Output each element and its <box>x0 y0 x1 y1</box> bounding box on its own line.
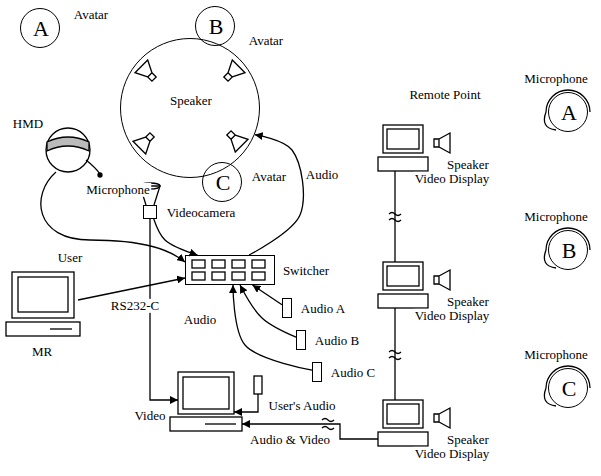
node-heading: Videocamera <box>166 206 237 220</box>
user-line <box>41 172 185 262</box>
speaker-horn <box>133 129 158 154</box>
connector-label: Audio <box>305 168 340 182</box>
line-break <box>322 419 334 430</box>
headset <box>544 366 590 406</box>
group-label: Remote Point <box>408 88 481 102</box>
audio-source: Audio B <box>296 330 306 350</box>
node-heading: Microphone <box>523 72 589 86</box>
remote-display <box>378 262 450 308</box>
part-label: Video Display <box>414 447 491 461</box>
signal-connector <box>253 285 283 305</box>
device-label: HMD <box>12 117 44 131</box>
part-label: Speaker <box>446 433 490 447</box>
node-heading: Audio A <box>300 302 346 316</box>
signal-label: User's Audio <box>268 399 337 413</box>
part-label: Video Display <box>414 309 491 323</box>
signal-connector <box>249 135 303 255</box>
remote-person: MicrophoneC <box>548 368 588 408</box>
head-microphone <box>98 173 102 177</box>
node-text: C <box>562 377 577 401</box>
node-heading: Microphone <box>523 348 589 362</box>
remote-person: MicrophoneB <box>548 230 588 270</box>
node-text: C <box>216 171 231 195</box>
switcher-keys <box>192 260 265 280</box>
node-heading: Avatar <box>251 170 287 184</box>
node-heading: Switcher <box>282 264 330 278</box>
node-text: A <box>33 17 49 41</box>
remote-display <box>378 125 450 171</box>
audio-source: Audio C <box>312 362 322 382</box>
signal-connector <box>233 285 312 370</box>
signal-label: Audio & Video <box>249 433 331 447</box>
signal-connector <box>240 285 296 337</box>
device-label: MR <box>31 345 53 359</box>
part-label: Speaker <box>446 295 490 309</box>
head-microphone <box>86 160 100 174</box>
avatar-circle: AAvatar <box>20 8 60 48</box>
remote-display <box>378 400 450 446</box>
mr-computer <box>6 272 80 336</box>
node-text: Speaker <box>170 94 212 108</box>
speaker-circle: Speaker <box>120 38 260 178</box>
part-label: Video Display <box>414 172 491 186</box>
node-text: B <box>562 239 577 263</box>
rs232-line <box>78 278 185 300</box>
node-heading: Microphone <box>523 210 589 224</box>
signal-label: RS232-C <box>110 299 160 313</box>
user-audio-line <box>234 394 258 412</box>
hmd-visor <box>47 137 89 151</box>
headset <box>544 228 590 268</box>
line-break <box>389 213 401 360</box>
audio-source: Audio A <box>282 298 292 318</box>
node-text: A <box>561 101 577 125</box>
switcher-box: Switcher <box>185 255 275 285</box>
part-label: Microphone <box>85 183 151 197</box>
signal-label: Video <box>134 409 167 423</box>
node-heading: Avatar <box>248 34 284 48</box>
avatar-circle: CAvatar <box>202 162 242 202</box>
avatar-circle: BAvatar <box>195 6 235 46</box>
speaker-horn <box>220 60 245 85</box>
part-label: Speaker <box>446 158 490 172</box>
videocamera-box: Videocamera <box>143 205 157 219</box>
remote-person: MicrophoneA <box>548 92 588 132</box>
speaker-horn <box>135 60 160 85</box>
user-computer <box>170 372 242 431</box>
node-heading: Audio B <box>314 334 360 348</box>
user-microphone <box>254 376 262 394</box>
network-line <box>394 171 395 400</box>
signal-label: Audio <box>183 313 218 327</box>
node-heading: Audio C <box>330 366 376 380</box>
node-heading: Avatar <box>73 8 109 22</box>
signal-connector <box>154 219 198 255</box>
signal-label: User <box>57 251 84 265</box>
user-head <box>46 128 90 172</box>
node-text: B <box>209 15 224 39</box>
speaker-horn <box>223 127 248 152</box>
headset <box>544 90 590 130</box>
